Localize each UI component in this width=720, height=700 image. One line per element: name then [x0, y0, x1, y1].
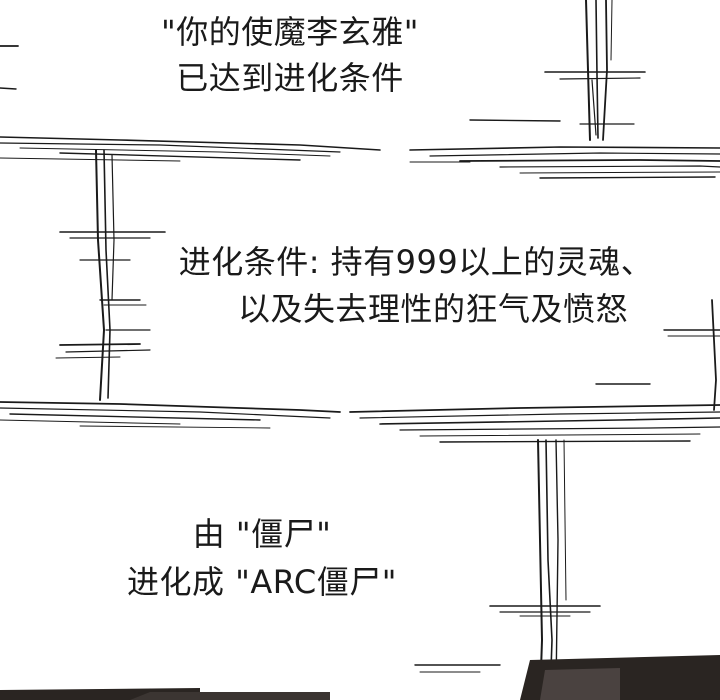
- top-caption-line-2: 已达到进化条件: [176, 59, 404, 97]
- top-caption-line-1: "你的使魔李玄雅": [161, 13, 419, 51]
- upper-horizontal-band: [0, 136, 720, 179]
- bottom-caption-line-1: 由 "僵尸": [192, 515, 332, 553]
- bottom-shadow-shapes: [0, 655, 720, 700]
- middle-caption-line-2: 以及失去理性的狂气及愤怒: [237, 290, 628, 328]
- middle-caption-line-1: 进化条件: 持有999以上的灵魂、: [178, 243, 654, 281]
- bottom-caption-line-2: 进化成 "ARC僵尸": [127, 563, 397, 601]
- left-vertical-frame-lines: [55, 149, 166, 401]
- middle-horizontal-band: [0, 299, 720, 443]
- top-right-frame-lines: [0, 0, 646, 141]
